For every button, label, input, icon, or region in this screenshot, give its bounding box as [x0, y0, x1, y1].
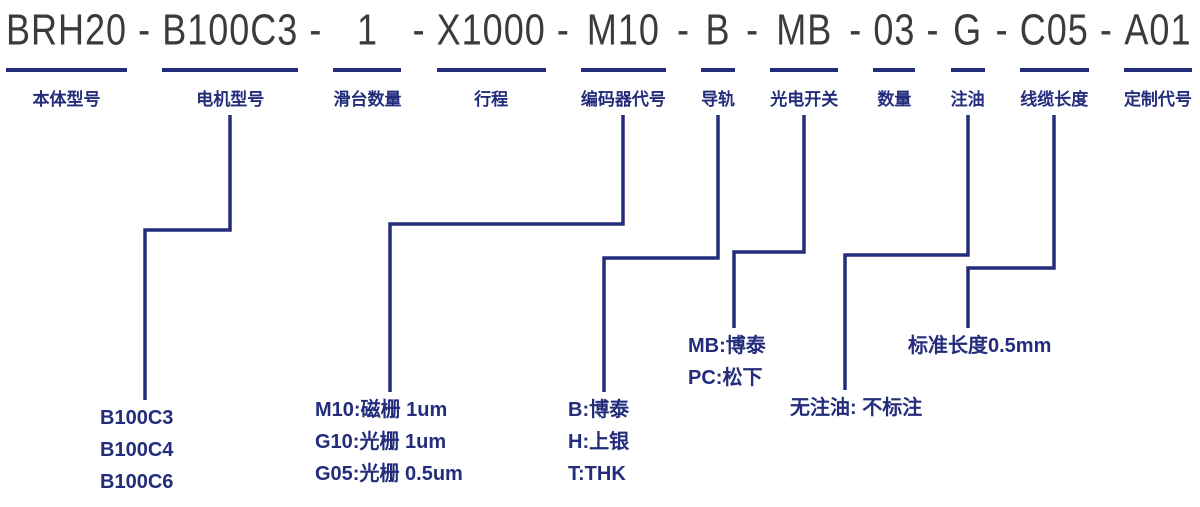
model-segment: G 注油: [950, 0, 985, 110]
segment-code: G: [953, 4, 983, 55]
segment-underline: [1019, 68, 1089, 72]
detail-line: MB:博泰: [688, 335, 766, 357]
model-segment: B100C3 电机型号: [162, 0, 299, 110]
segment-code: 1: [356, 4, 378, 55]
model-segment: 03 数量: [873, 0, 916, 110]
model-segment: B 导轨: [701, 0, 736, 110]
detail-line: G10:光栅 1um: [315, 431, 447, 453]
segment-separator: -: [1099, 4, 1113, 55]
segment-separator: -: [556, 4, 570, 55]
oil-note: 无注油: 不标注: [790, 392, 922, 424]
segment-code: A01: [1124, 4, 1192, 55]
detail-line: B100C3: [100, 407, 174, 429]
segment-label: 注油: [950, 90, 985, 109]
detail-line: B100C4: [100, 439, 174, 461]
segment-separator: -: [138, 4, 152, 55]
switch-options: MB:博泰 PC:松下: [688, 330, 766, 394]
connector-line: [388, 115, 625, 392]
segment-separator: -: [676, 4, 690, 55]
rail-options: B:博泰 H:上银 T:THK: [568, 394, 629, 490]
detail-line: PC:松下: [688, 367, 763, 389]
segment-label: 定制代号: [1123, 90, 1192, 109]
segment-underline: [1123, 68, 1192, 72]
segment-separator: -: [995, 4, 1009, 55]
detail-line: H:上银: [568, 431, 630, 453]
model-segment: M10 编码器代号: [580, 0, 666, 110]
segment-underline: [580, 68, 666, 72]
segment-underline: [950, 68, 985, 72]
segment-underline: [436, 68, 546, 72]
model-segment: BRH20 本体型号: [6, 0, 128, 110]
connector-line: [143, 115, 232, 400]
detail-line: 标准长度0.5mm: [908, 335, 1052, 357]
model-number-row: BRH20 本体型号 - B100C3 电机型号 - 1 滑台数量 - X100…: [6, 0, 1192, 110]
model-segment: 1 滑台数量: [333, 0, 402, 110]
segment-underline: [770, 68, 839, 72]
connector-line: [732, 115, 806, 328]
detail-line: 无注油: 不标注: [790, 397, 923, 419]
detail-line: B100C6: [100, 471, 174, 493]
segment-underline: [162, 68, 299, 72]
segment-separator: -: [926, 4, 940, 55]
segment-separator: -: [746, 4, 760, 55]
segment-separator: -: [412, 4, 426, 55]
segment-label: 电机型号: [196, 90, 265, 109]
detail-line: T:THK: [568, 463, 626, 485]
segment-code: M10: [586, 4, 660, 55]
segment-code: BRH20: [6, 4, 128, 55]
segment-label: 线缆长度: [1020, 90, 1089, 109]
segment-label: 滑台数量: [333, 90, 402, 109]
segment-label: 行程: [474, 90, 509, 109]
detail-line: M10:磁栅 1um: [315, 399, 448, 421]
model-segment: A01 定制代号: [1123, 0, 1192, 110]
model-segment: X1000 行程: [436, 0, 546, 110]
segment-separator: -: [849, 4, 863, 55]
segment-code: MB: [776, 4, 833, 55]
segment-underline: [873, 68, 916, 72]
segment-underline: [333, 68, 402, 72]
cable-note: 标准长度0.5mm: [908, 330, 1051, 362]
segment-separator: -: [309, 4, 323, 55]
segment-code: B100C3: [162, 4, 299, 55]
segment-code: 03: [873, 4, 916, 55]
segment-underline: [701, 68, 736, 72]
model-segment: C05 线缆长度: [1019, 0, 1089, 110]
segment-code: X1000: [436, 4, 546, 55]
connector-line: [966, 115, 1056, 328]
segment-label: 光电开关: [770, 90, 839, 109]
segment-code: B: [705, 4, 731, 55]
segment-label: 本体型号: [32, 90, 101, 109]
detail-line: B:博泰: [568, 399, 630, 421]
segment-label: 编码器代号: [580, 90, 666, 109]
model-segment: MB 光电开关: [770, 0, 839, 110]
segment-label: 数量: [877, 90, 912, 109]
segment-code: C05: [1019, 4, 1089, 55]
detail-line: G05:光栅 0.5um: [315, 463, 463, 485]
segment-underline: [6, 68, 128, 72]
segment-label: 导轨: [701, 90, 736, 109]
